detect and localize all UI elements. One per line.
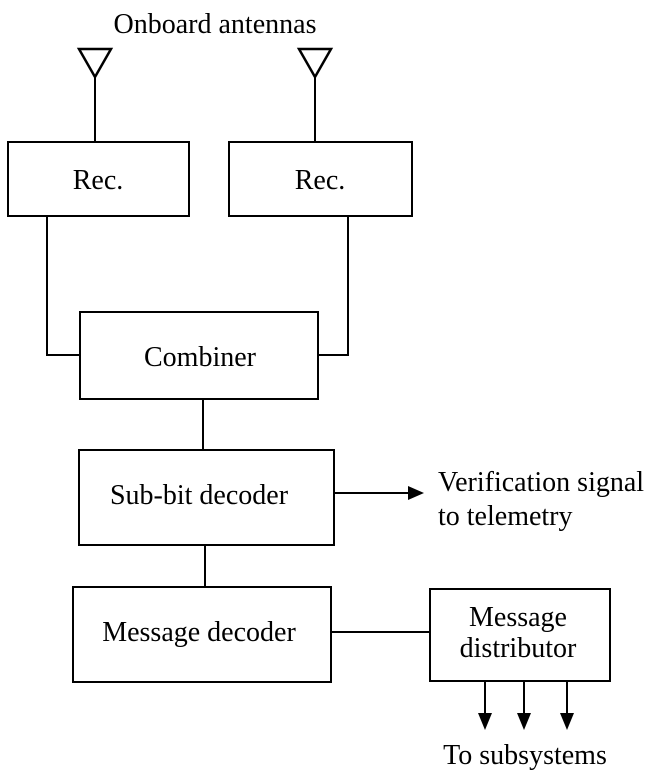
right-receiver-to-combiner-wire (318, 216, 349, 356)
verification-label-line1: Verification signal (438, 467, 644, 498)
message-decoder-box (72, 586, 332, 683)
left-receiver-label: Rec. (73, 165, 124, 196)
verification-label-line2: to telemetry (438, 501, 573, 532)
message-distributor-box (429, 588, 611, 682)
subsystems-label: To subsystems (443, 740, 607, 771)
antennas-title: Onboard antennas (114, 9, 317, 40)
right-receiver-label: Rec. (295, 165, 346, 196)
left-antenna-icon (76, 47, 114, 80)
left-receiver-to-combiner-wire (46, 216, 80, 356)
subbit-decoder-box (78, 449, 335, 546)
right-receiver-box (228, 141, 413, 217)
left-receiver-box (7, 141, 190, 217)
subsystem-arrowhead-1-icon (478, 713, 492, 730)
message-decoder-label: Message decoder (102, 617, 296, 648)
message-distributor-label-line2: distributor (460, 633, 577, 664)
verification-arrowhead-icon (408, 486, 424, 500)
message-distributor-label-line1: Message (469, 602, 567, 633)
subsystem-arrowhead-3-icon (560, 713, 574, 730)
combiner-box (79, 311, 319, 400)
subbit-decoder-label: Sub-bit decoder (110, 480, 289, 511)
right-antenna-icon (296, 47, 334, 80)
combiner-label: Combiner (144, 342, 257, 373)
subsystem-arrowhead-2-icon (517, 713, 531, 730)
